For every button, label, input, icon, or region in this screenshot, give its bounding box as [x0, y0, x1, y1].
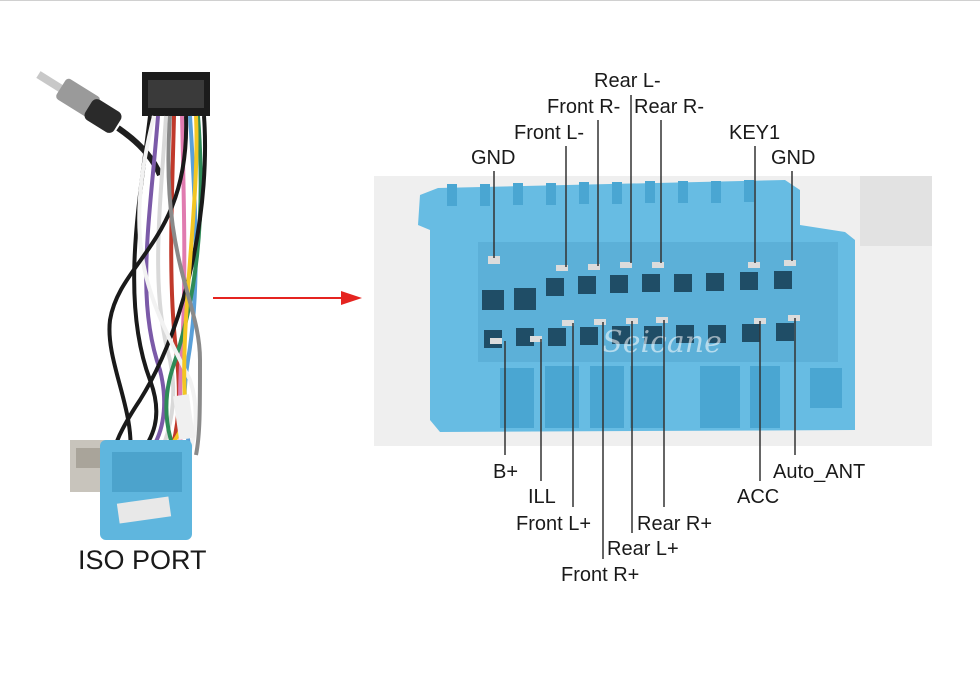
iso-port-caption: ISO PORT [78, 545, 207, 575]
antenna-plug [36, 71, 163, 177]
iso-harness-image [36, 71, 210, 540]
label-key1: KEY1 [729, 122, 781, 144]
label-ill: ILL [528, 486, 556, 508]
label-front-r-plus: Front R+ [561, 564, 640, 586]
top-leader-lines [493, 95, 793, 267]
label-b-plus: B+ [493, 461, 519, 483]
pointer-arrow [213, 291, 362, 305]
pin-row-lower [484, 323, 794, 348]
label-rear-l-plus: Rear L+ [607, 538, 679, 560]
blue-iso-plug [100, 440, 192, 540]
watermark-text: Seicane [602, 325, 722, 360]
top-divider [0, 0, 980, 1]
label-gnd-right: GND [771, 147, 816, 169]
label-rear-l-minus: Rear L- [594, 70, 661, 92]
label-auto-ant: Auto_ANT [773, 461, 866, 483]
pin-row-upper [482, 271, 792, 310]
label-rear-r-plus: Rear R+ [637, 513, 713, 535]
label-front-l-minus: Front L- [514, 122, 585, 144]
label-gnd-left: GND [471, 147, 516, 169]
label-front-r-minus: Front R- [547, 96, 621, 118]
label-front-l-plus: Front L+ [516, 513, 592, 535]
label-rear-r-minus: Rear R- [634, 96, 705, 118]
bottom-leader-lines [504, 318, 796, 559]
connector-closeup-image [374, 176, 932, 446]
label-acc: ACC [737, 486, 780, 508]
